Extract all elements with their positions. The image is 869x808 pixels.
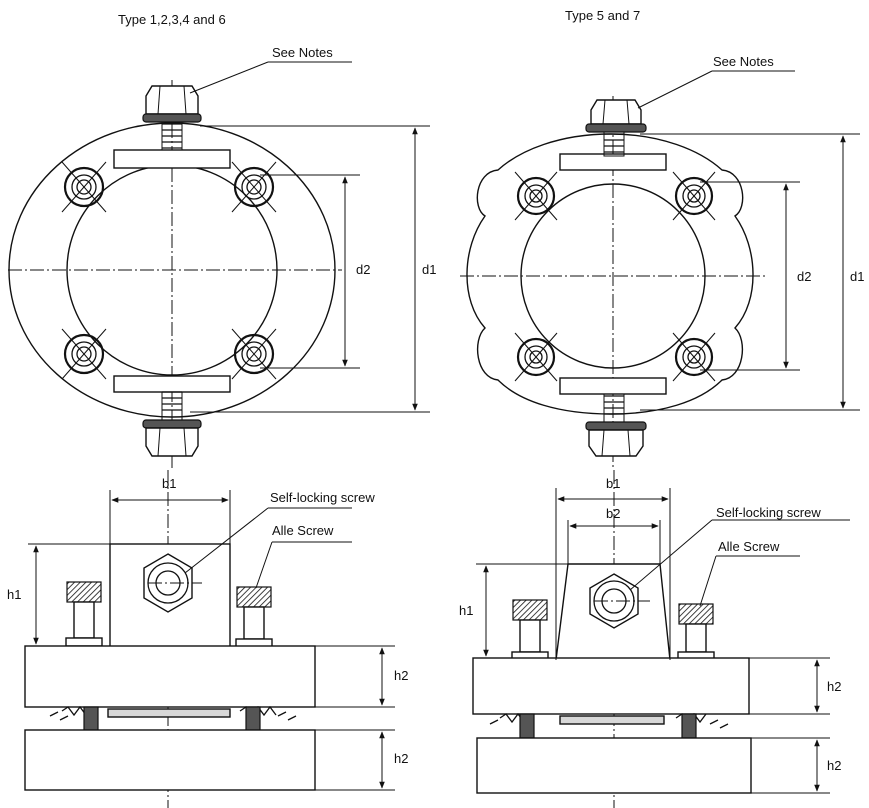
left-h2-top-label: h2 bbox=[394, 668, 409, 683]
left-bolt-hole-icon bbox=[231, 328, 277, 380]
left-bottom-plate bbox=[24, 729, 316, 791]
right-see-notes-label: See Notes bbox=[713, 54, 774, 69]
right-b2-label: b2 bbox=[606, 506, 621, 521]
left-top-hex-bolt-icon bbox=[142, 85, 202, 151]
left-flange-top-view bbox=[8, 61, 430, 470]
right-h2-top-label: h2 bbox=[827, 679, 842, 694]
right-notes-leader bbox=[637, 70, 713, 109]
right-bolt-hole-icon bbox=[514, 332, 558, 382]
left-notes-leader bbox=[189, 61, 269, 94]
left-bottom-clamp-bar bbox=[113, 375, 231, 393]
right-top-plate bbox=[472, 657, 750, 715]
left-bottom-hex-bolt-icon bbox=[142, 391, 202, 457]
left-d2-label: d2 bbox=[356, 262, 371, 277]
left-top-clamp-bar bbox=[113, 149, 231, 169]
left-alle-screw-label: Alle Screw bbox=[272, 523, 334, 538]
left-h1-label: h1 bbox=[7, 587, 22, 602]
left-self-locking-screw-label: Self-locking screw bbox=[270, 490, 375, 505]
right-allen-screw-icon bbox=[511, 599, 549, 661]
left-allen-screw-icon bbox=[235, 586, 273, 648]
right-d1-label: d1 bbox=[850, 269, 865, 284]
right-d2-label: d2 bbox=[797, 269, 812, 284]
right-b1-label: b1 bbox=[606, 476, 621, 491]
right-bottom-hex-bolt-icon bbox=[585, 393, 647, 457]
left-b1-label: b1 bbox=[162, 476, 177, 491]
left-bolt-hole-icon bbox=[61, 328, 107, 380]
right-allen-screw-icon bbox=[677, 603, 715, 661]
right-bolt-hole-icon bbox=[672, 332, 716, 382]
right-self-locking-screw-label: Self-locking screw bbox=[716, 505, 821, 520]
left-allen-screw-icon bbox=[65, 581, 103, 647]
right-spring-gap bbox=[489, 712, 729, 739]
left-bolt-hole-icon bbox=[61, 161, 107, 213]
left-side-view bbox=[24, 470, 395, 808]
right-top-clamp-bar bbox=[559, 153, 667, 171]
right-top-hex-bolt-icon bbox=[585, 99, 647, 157]
right-flange-top-view bbox=[460, 70, 860, 470]
right-bottom-plate bbox=[476, 737, 752, 794]
left-top-plate bbox=[24, 645, 316, 708]
right-bottom-clamp-bar bbox=[559, 377, 667, 395]
right-side-view bbox=[472, 470, 850, 808]
left-h2-bottom-label: h2 bbox=[394, 751, 409, 766]
right-bolt-hole-icon bbox=[672, 171, 716, 221]
right-bolt-hole-icon bbox=[514, 171, 558, 221]
left-view-title: Type 1,2,3,4 and 6 bbox=[118, 12, 226, 27]
left-see-notes-label: See Notes bbox=[272, 45, 333, 60]
left-bolt-hole-icon bbox=[231, 161, 277, 213]
right-h2-bottom-label: h2 bbox=[827, 758, 842, 773]
right-alle-screw-label: Alle Screw bbox=[718, 539, 780, 554]
right-view-title: Type 5 and 7 bbox=[565, 8, 641, 23]
right-h1-label: h1 bbox=[459, 603, 474, 618]
left-spring-gap bbox=[49, 705, 297, 732]
left-d1-label: d1 bbox=[422, 262, 437, 277]
